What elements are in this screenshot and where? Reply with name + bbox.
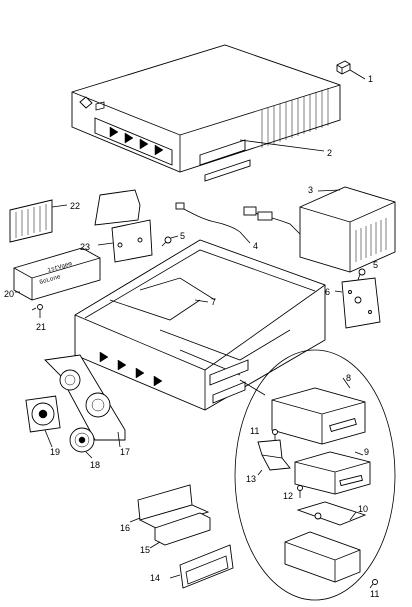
part-4-cable: [175, 202, 301, 244]
label-20: 20: [4, 289, 14, 299]
label-11-upper: 11: [250, 426, 259, 436]
part-6-plate: [334, 277, 381, 329]
part-23-bracket: [94, 189, 153, 263]
part-labels: 1 2 3 4 5 5 6 7 8 9 10 11 11 12 13 14 15…: [4, 74, 379, 599]
part-21-screw: [31, 304, 43, 318]
part-5-screw-right: [357, 268, 366, 281]
part-5-screw-left: [161, 235, 179, 247]
label-11-lower: 11: [370, 589, 379, 599]
label-14: 14: [150, 573, 160, 583]
label-2: 2: [327, 148, 332, 158]
part-11-screw-lower: [369, 579, 378, 589]
part-17-fan-assembly: [44, 354, 126, 448]
part-14-panel: [169, 544, 234, 589]
label-5-right: 5: [373, 260, 378, 270]
part-19-fan: [25, 395, 61, 448]
label-9: 9: [364, 447, 369, 457]
part-1-clip: [336, 60, 366, 80]
label-18: 18: [90, 460, 100, 470]
label-16: 16: [120, 523, 130, 533]
label-21: 21: [36, 322, 46, 332]
label-12: 12: [283, 491, 293, 501]
label-13: 13: [246, 474, 256, 484]
part-3-power-supply: [299, 186, 396, 273]
label-22: 22: [70, 201, 80, 211]
label-4: 4: [253, 241, 258, 251]
part-9-drive: [294, 451, 371, 495]
part-12-screw: [297, 485, 303, 498]
part-20-drive: [13, 247, 101, 301]
label-8: 8: [346, 373, 351, 383]
part-8-drive: [271, 377, 366, 445]
label-17: 17: [120, 447, 130, 457]
part-13-bracket: [257, 439, 291, 476]
part-15-bracket: [149, 512, 211, 549]
part-16-bracket: [129, 484, 210, 529]
part-7-chassis: [74, 239, 326, 411]
part-10-tray: [284, 501, 367, 583]
label-10: 10: [358, 504, 368, 514]
label-5-left: 5: [180, 231, 185, 241]
label-6: 6: [325, 287, 330, 297]
label-3: 3: [308, 185, 313, 195]
option-group-oval: [234, 349, 396, 601]
label-1: 1: [368, 74, 373, 84]
label-23: 23: [80, 242, 90, 252]
part-2-top-cover: [71, 44, 341, 182]
label-19: 19: [50, 447, 60, 457]
part-22-grille: [9, 199, 68, 243]
label-15: 15: [140, 545, 150, 555]
part-18-speaker: [69, 427, 95, 459]
label-7: 7: [211, 297, 216, 307]
